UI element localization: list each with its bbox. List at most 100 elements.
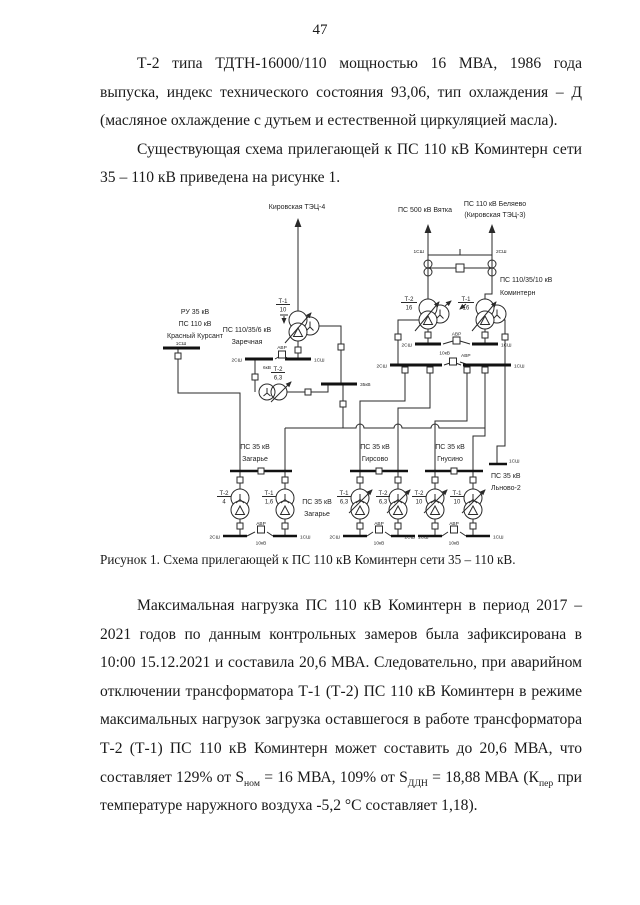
figure-1-diagram: Кировская ТЭЦ-4 ПС 500 кВ Вятка ПС 110 к… (95, 196, 620, 548)
svg-text:10кВ: 10кВ (449, 541, 460, 547)
svg-text:1СШ: 1СШ (300, 535, 311, 541)
label-lnovo-2: Льново-2 (491, 485, 521, 492)
svg-text:6,3: 6,3 (274, 376, 283, 382)
transformer-girsovo-t1 (350, 488, 370, 520)
svg-text:2СШ: 2СШ (404, 535, 415, 541)
svg-text:1СШ: 1СШ (176, 341, 187, 347)
arrow-up-vyatka (424, 224, 432, 233)
transformer-gnusino-t1 (463, 488, 483, 520)
label-kominterna-1: ПС 110/35/10 кВ (500, 277, 553, 284)
transformer-rating-labels: Т-2 16 Т-1 16 Т-1 10 Т-2 6,3 Т-2 4 Т-1 (217, 297, 474, 506)
svg-text:Т-2: Т-2 (220, 491, 230, 497)
label-krasny-2: ПС 110 кВ (179, 321, 212, 328)
label-zagarye-sub-2: Загарье (304, 511, 330, 518)
svg-text:10: 10 (416, 500, 423, 506)
arrow-up-belyaevo (488, 224, 496, 233)
svg-text:1,6: 1,6 (265, 500, 274, 506)
svg-text:АВР: АВР (452, 332, 462, 338)
label-kominterna-2: Коминтерн (500, 290, 535, 297)
figure-1-caption: Рисунок 1. Схема прилегающей к ПС 110 кВ… (100, 552, 516, 567)
transformer-zagarye-t2 (230, 488, 250, 520)
svg-text:1СШ: 1СШ (418, 535, 429, 541)
svg-text:2СШ: 2СШ (209, 535, 220, 541)
network-wires (177, 218, 506, 537)
svg-text:АВР: АВР (449, 521, 459, 527)
bus-tags: 1СШ 2СШ АВР 2СШ 1СШ 10кВ АВР 2СШ 1СШ 1СШ… (176, 249, 525, 547)
svg-text:4: 4 (222, 500, 226, 506)
svg-text:Т-1: Т-1 (340, 491, 350, 497)
svg-text:Т-2: Т-2 (405, 297, 415, 303)
label-girsovo-1: ПС 35 кВ (360, 444, 390, 451)
transformer-kominterna-t1 (475, 298, 507, 330)
svg-text:1СШ: 1СШ (509, 459, 520, 465)
label-lnovo-1: ПС 35 кВ (491, 473, 521, 480)
svg-text:10: 10 (454, 500, 461, 506)
transformer-kominterna-t2 (418, 298, 450, 330)
svg-text:2СШ: 2СШ (496, 249, 507, 255)
svg-text:1СШ: 1СШ (314, 358, 325, 364)
paragraph-max-load: Максимальная нагрузка ПС 110 кВ Коминтер… (100, 597, 582, 815)
transformer-zarechnaya-t2 (258, 381, 292, 403)
svg-text:АВР: АВР (374, 521, 384, 527)
svg-text:1СШ: 1СШ (493, 535, 504, 541)
svg-text:35кВ: 35кВ (360, 382, 371, 388)
label-zagarye-sub-1: ПС 35 кВ (302, 499, 332, 506)
svg-text:Т-2: Т-2 (379, 491, 389, 497)
transformer-zarechnaya-t1 (288, 310, 320, 342)
svg-text:10кВ: 10кВ (374, 541, 385, 547)
svg-text:10кВ: 10кВ (439, 351, 450, 357)
svg-text:6,3: 6,3 (340, 500, 349, 506)
arrow-up-tec4 (294, 218, 302, 227)
label-belyaevo-2: (Кировская ТЭЦ-3) (464, 212, 525, 219)
svg-text:АВР: АВР (461, 353, 471, 359)
avr-breaker-35kv (449, 357, 457, 366)
svg-text:2СШ: 2СШ (401, 343, 412, 349)
label-gnusino-2: Гнусино (437, 456, 463, 463)
avr-breaker-10kv (452, 336, 461, 345)
svg-text:16: 16 (406, 306, 413, 312)
svg-text:Т-1: Т-1 (462, 297, 472, 303)
svg-text:Т-2: Т-2 (274, 367, 284, 373)
svg-text:1СШ: 1СШ (501, 343, 512, 349)
svg-text:2СШ: 2СШ (231, 358, 242, 364)
label-gnusino-1: ПС 35 кВ (435, 444, 465, 451)
svg-text:Т-1: Т-1 (279, 299, 289, 305)
load-analysis-paragraph: Максимальная нагрузка ПС 110 кВ Коминтер… (100, 592, 582, 821)
svg-text:1СШ: 1СШ (413, 249, 424, 255)
label-krasny-3: Красный Курсант (167, 332, 224, 340)
svg-text:2СШ: 2СШ (329, 535, 340, 541)
svg-text:10кВ: 10кВ (256, 541, 267, 547)
switchgear-symbols (174, 259, 509, 534)
svg-text:Т-2: Т-2 (415, 491, 425, 497)
transformer-symbols (230, 298, 507, 520)
label-vyatka: ПС 500 кВ Вятка (398, 207, 452, 214)
transformer-girsovo-t2 (388, 488, 408, 520)
intro-paragraphs: Т-2 типа ТДТН-16000/110 мощностью 16 МВА… (100, 50, 582, 193)
label-belyaevo-1: ПС 110 кВ Беляево (464, 201, 526, 208)
svg-text:16: 16 (463, 306, 470, 312)
svg-text:6кВ: 6кВ (263, 365, 271, 371)
label-girsovo-2: Гирсово (362, 456, 388, 463)
network-scheme-svg: Кировская ТЭЦ-4 ПС 500 кВ Вятка ПС 110 к… (163, 201, 553, 547)
svg-text:1СШ: 1СШ (514, 364, 525, 370)
diagram-labels: Кировская ТЭЦ-4 ПС 500 кВ Вятка ПС 110 к… (167, 201, 553, 547)
page-number: 47 (312, 22, 328, 38)
svg-text:2СШ: 2СШ (376, 364, 387, 370)
svg-text:6,3: 6,3 (379, 500, 388, 506)
label-krasny-1: РУ 35 кВ (181, 309, 210, 316)
bridge-breaker (455, 263, 465, 273)
svg-text:АВР: АВР (256, 521, 266, 527)
label-zarechnaya-2: Заречная (232, 339, 263, 346)
svg-text:10: 10 (280, 308, 287, 314)
label-zarechnaya-1: ПС 110/35/6 кВ (223, 327, 272, 334)
svg-text:Т-1: Т-1 (453, 491, 463, 497)
busbars (163, 342, 511, 538)
transformer-zagarye-t1 (275, 488, 295, 520)
label-tec4: Кировская ТЭЦ-4 (269, 204, 326, 211)
avr-breaker-zarechnaya (278, 350, 286, 359)
paragraph-scheme-reference: Существующая схема прилегающей к ПС 110 … (100, 140, 582, 187)
svg-text:Т-1: Т-1 (265, 491, 275, 497)
paragraph-transformer-t2: Т-2 типа ТДТН-16000/110 мощностью 16 МВА… (100, 55, 582, 130)
label-zagarye-line-2: Загарье (242, 456, 268, 463)
